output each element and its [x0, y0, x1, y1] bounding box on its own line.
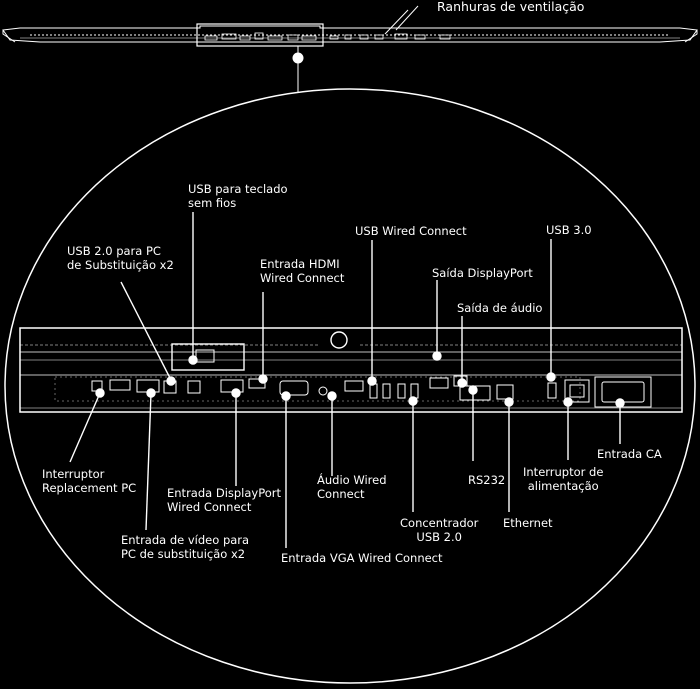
label-ethernet: Ethernet: [503, 516, 553, 530]
label-usb-wireless-keyboard: USB para teclado sem fios: [188, 182, 288, 210]
label-ventilation-slots: Ranhuras de ventilação: [437, 0, 585, 14]
label-usb-wired-connect: USB Wired Connect: [355, 224, 467, 238]
label-hdmi-input: Entrada HDMI Wired Connect: [260, 257, 345, 285]
device-top-view: [2, 5, 698, 92]
callout-lines: [69, 212, 625, 548]
label-audio-output: Saída de áudio: [457, 301, 543, 315]
zoom-ellipse: [4, 88, 696, 684]
label-displayport-input: Entrada DisplayPort Wired Connect: [167, 486, 282, 514]
label-vga-input: Entrada VGA Wired Connect: [281, 551, 443, 565]
label-replacement-pc-switch: Interruptor Replacement PC: [42, 467, 137, 495]
label-usb2-replacement-pc: USB 2.0 para PC de Substituição x2: [67, 244, 174, 272]
label-ac-input: Entrada CA: [597, 447, 662, 461]
label-displayport-output: Saída DisplayPort: [432, 266, 533, 280]
panel-closeup: [19, 327, 683, 413]
label-video-replacement-pc: Entrada de vídeo para PC de substituição…: [121, 533, 250, 561]
label-rs232: RS232: [468, 473, 506, 487]
label-audio-wired: Áudio Wired Connect: [317, 473, 387, 501]
label-power-switch: Interruptor de alimentação: [523, 465, 604, 493]
label-usb3: USB 3.0: [546, 223, 592, 237]
label-usb2-hub: Concentrador USB 2.0: [400, 516, 479, 544]
